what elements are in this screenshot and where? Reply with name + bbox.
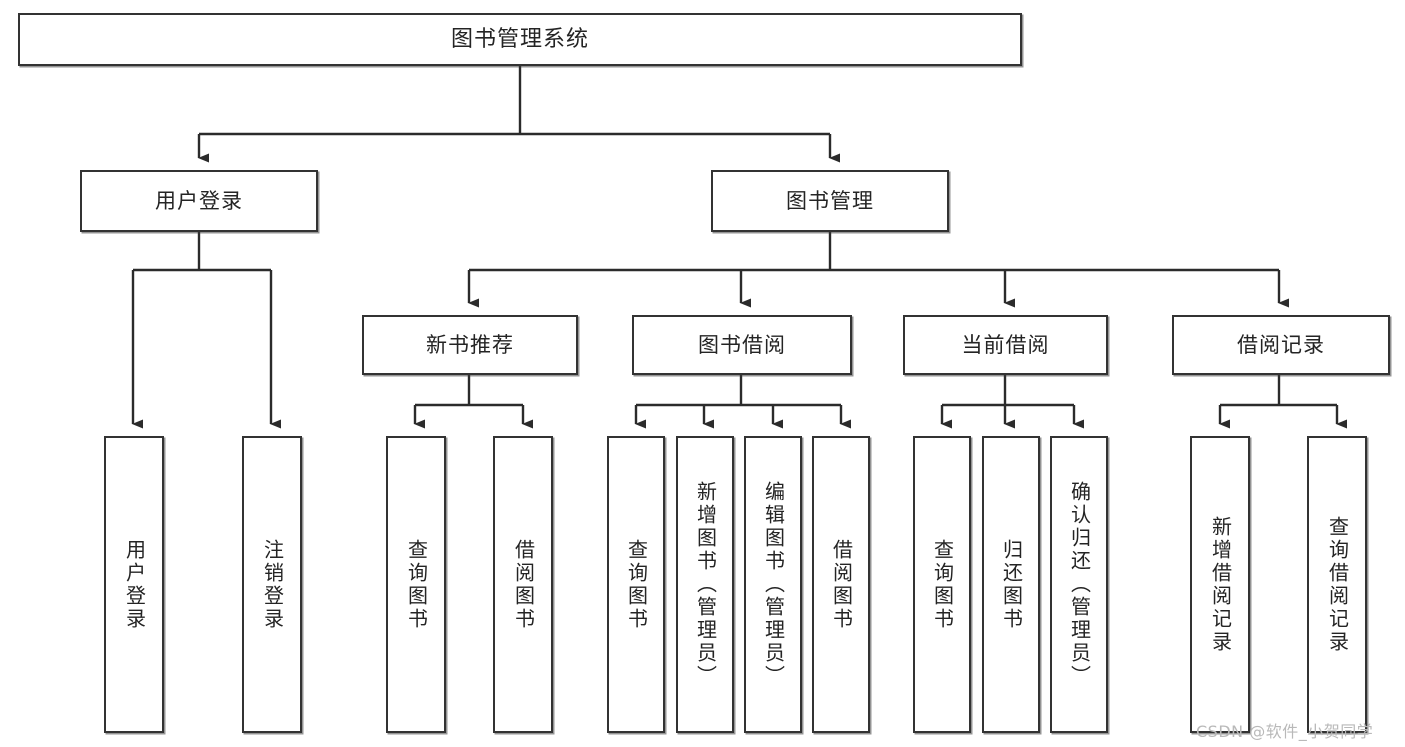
node-leaf-query-book-2-label: 查询图书 [624,538,649,631]
node-leaf-borrow-book-2[interactable]: 借阅图书 [812,436,870,733]
node-new-book-recommend[interactable]: 新书推荐 [362,315,578,375]
node-leaf-query-record-label: 查询借阅记录 [1325,515,1350,654]
node-leaf-query-book-1[interactable]: 查询图书 [386,436,446,733]
node-leaf-add-book-label: 新增图书（管理员） [693,481,718,688]
node-leaf-return-book[interactable]: 归还图书 [982,436,1040,733]
node-user-login-label: 用户登录 [155,188,243,213]
node-leaf-add-record-label: 新增借阅记录 [1208,515,1233,654]
csdn-watermark: CSDN @软件_小贺同学 [1196,722,1374,741]
node-leaf-query-book-1-label: 查询图书 [404,538,429,631]
node-root-label: 图书管理系统 [450,26,589,52]
node-book-borrow-label: 图书借阅 [698,332,786,357]
node-book-management-label: 图书管理 [786,188,874,213]
node-book-management[interactable]: 图书管理 [711,170,949,232]
node-new-book-recommend-label: 新书推荐 [426,332,514,357]
node-leaf-confirm-return[interactable]: 确认归还（管理员） [1050,436,1108,733]
node-leaf-borrow-book-1[interactable]: 借阅图书 [493,436,553,733]
node-leaf-query-book-2[interactable]: 查询图书 [607,436,665,733]
node-leaf-user-login-label: 用户登录 [122,538,147,631]
node-leaf-borrow-book-1-label: 借阅图书 [511,538,536,631]
node-book-borrow[interactable]: 图书借阅 [632,315,852,375]
node-leaf-borrow-book-2-label: 借阅图书 [829,538,854,631]
node-leaf-edit-book-label: 编辑图书（管理员） [761,481,786,688]
node-borrow-record-label: 借阅记录 [1237,332,1325,357]
node-user-login[interactable]: 用户登录 [80,170,318,232]
node-leaf-query-record[interactable]: 查询借阅记录 [1307,436,1367,733]
node-leaf-add-book[interactable]: 新增图书（管理员） [676,436,734,733]
node-leaf-add-record[interactable]: 新增借阅记录 [1190,436,1250,733]
node-leaf-confirm-return-label: 确认归还（管理员） [1067,481,1092,688]
node-current-borrow[interactable]: 当前借阅 [903,315,1108,375]
node-leaf-logout-login[interactable]: 注销登录 [242,436,302,733]
node-leaf-query-book-3-label: 查询图书 [930,538,955,631]
node-leaf-edit-book[interactable]: 编辑图书（管理员） [744,436,802,733]
node-leaf-user-login[interactable]: 用户登录 [104,436,164,733]
node-leaf-query-book-3[interactable]: 查询图书 [913,436,971,733]
node-leaf-return-book-label: 归还图书 [999,538,1024,631]
node-current-borrow-label: 当前借阅 [961,332,1050,357]
node-borrow-record[interactable]: 借阅记录 [1172,315,1390,375]
node-leaf-logout-login-label: 注销登录 [260,538,285,631]
node-root[interactable]: 图书管理系统 [18,13,1022,66]
